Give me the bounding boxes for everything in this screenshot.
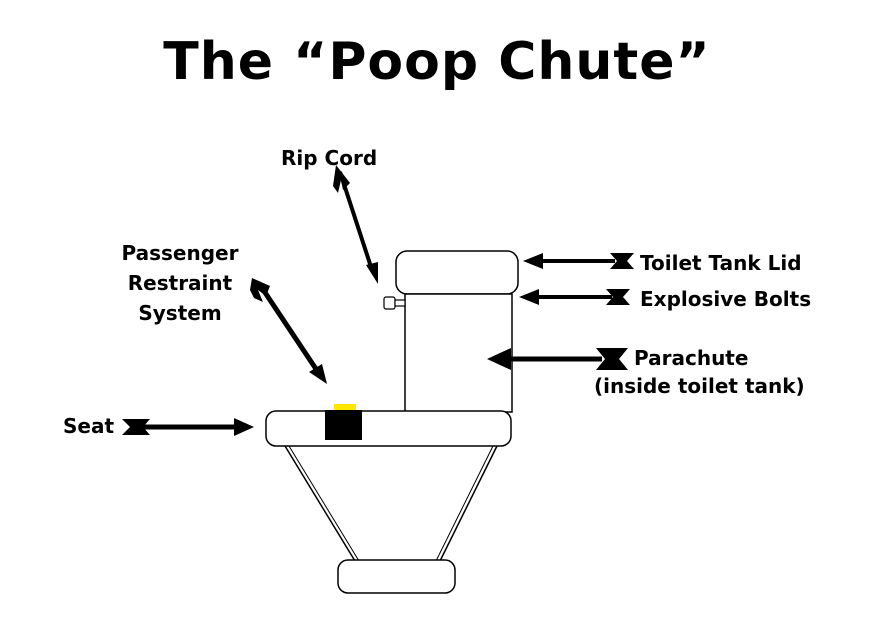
bowl-left-edge [284,445,356,562]
label-seat: Seat [63,414,115,438]
diagram-title: The “Poop Chute” [163,32,711,92]
explosive-bolts-arrow [519,289,630,305]
label-rip-cord: Rip Cord [281,146,378,170]
seat-arrow [122,418,254,436]
label-toilet-tank-lid: Toilet Tank Lid [640,251,802,275]
toilet-base [337,559,456,594]
parachute-arrow [487,348,628,370]
bowl-right-edge [439,445,498,562]
toilet-tank-lid [395,250,519,295]
rip-cord-arrow [333,165,378,284]
label-restraint-line-3: System [138,301,222,325]
bowl-left-edge-inner [288,445,360,562]
label-restraint-line-1: Passenger [121,241,239,265]
label-explosive-bolts: Explosive Bolts [640,287,812,311]
tank-lid-arrow [523,253,634,269]
bowl-right-edge-inner [435,445,494,562]
explosive-bolt-stem [394,299,406,307]
restraint-buckle [325,410,362,440]
toilet-seat [265,410,512,447]
label-restraint-line-2: Restraint [127,271,233,295]
toilet-tank [404,293,513,413]
restraint-arrow [250,278,327,384]
explosive-bolt [383,296,396,310]
restraint-buckle-accent [334,404,356,411]
label-parachute-note: (inside toilet tank) [594,374,805,398]
label-parachute: Parachute [634,346,749,370]
